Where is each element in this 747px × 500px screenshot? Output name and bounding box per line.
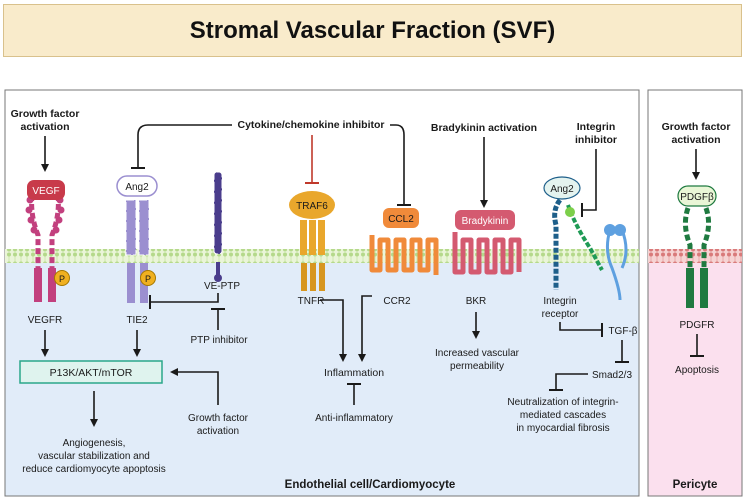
neutralization-label-c: in myocardial fibrosis (516, 423, 609, 434)
anti-inflammatory-label: Anti-inflammatory (315, 413, 393, 424)
phospho-marker-tie2: P (145, 274, 151, 284)
growth-factor-label-1b: activation (20, 121, 69, 133)
vegf-ligand (27, 180, 65, 200)
vascular-perm-label-b: permeability (450, 361, 504, 372)
ang2-ligand-left (116, 175, 158, 197)
growth-factor-label-3: Growth factor (188, 413, 249, 424)
integrin-receptor-complex: Ang2 (543, 176, 628, 301)
pericyte-membrane (648, 249, 742, 263)
cytokine-inhibitor-label: Cytokine/chemokine inhibitor (237, 119, 384, 131)
ve-ptp (213, 171, 223, 282)
tnfr-label: TNFR (298, 296, 325, 307)
smad-label: Smad2/3 (592, 370, 632, 381)
integrin-receptor-label-a: Integrin (543, 296, 576, 307)
growth-factor-label-3b: activation (197, 426, 239, 437)
integrin-inhibitor-label-b: inhibitor (575, 134, 617, 146)
ccr2-complex: CCL2 (369, 208, 439, 275)
ang2-ligand-right (543, 176, 581, 200)
apoptosis-label: Apoptosis (675, 365, 719, 376)
pdgfb-ligand (677, 185, 717, 207)
pdgfb-label: PDGFβ (680, 192, 714, 203)
vegf-label: VEGF (32, 186, 59, 197)
pdgfr-label: PDGFR (680, 320, 715, 331)
vegfr-label: VEGFR (28, 315, 62, 326)
neutralization-label-b: mediated cascades (520, 410, 606, 421)
ang2-left-label: Ang2 (125, 182, 149, 193)
tnfr-complex: TRAF6 (289, 191, 335, 291)
integrin-receptor-label-b: receptor (542, 309, 579, 320)
tie2-label: TIE2 (126, 315, 148, 326)
ve-ptp-label: VE-PTP (204, 281, 240, 292)
inhibit-line-ang2 (137, 124, 232, 168)
page-title: Stromal Vascular Fraction (SVF) (189, 16, 556, 44)
angio-label-b: vascular stabilization and (38, 451, 150, 462)
pericyte-panel (647, 89, 743, 497)
ang2-right-label: Ang2 (550, 184, 574, 195)
neutralization-label-a: Neutralization of integrin- (507, 397, 618, 408)
vascular-perm-label-a: Increased vascular (435, 348, 520, 359)
growth-factor-label-1: Growth factor (11, 108, 80, 120)
pdgfr-complex: PDGFβ (677, 185, 717, 308)
ccl2-label: CCL2 (388, 214, 414, 225)
inflammation-label: Inflammation (324, 367, 384, 379)
ccr2-label: CCR2 (383, 296, 411, 307)
ptp-inhibitor-label: PTP inhibitor (190, 335, 248, 346)
bradykinin-label: Bradykinin (462, 216, 509, 227)
tgf-b-label: TGF-β (608, 326, 637, 337)
growth-factor-label-2b: activation (671, 134, 720, 146)
pi3k-box (19, 360, 163, 384)
growth-factor-label-2: Growth factor (662, 121, 731, 133)
integrin-inhibitor-label: Integrin (577, 121, 616, 133)
bkr-complex: Bradykinin (452, 210, 522, 275)
endothelial-panel (4, 89, 640, 497)
pericyte-panel-title: Pericyte (673, 479, 718, 491)
angio-label-c: reduce cardiomyocyte apoptosis (22, 464, 165, 475)
pi3k-label: P13K/AKT/mTOR (50, 367, 133, 379)
title-banner: Stromal Vascular Fraction (SVF) (3, 4, 742, 57)
traf6-label: TRAF6 (296, 201, 328, 212)
bkr-label: BKR (466, 296, 487, 307)
bradykinin-activation-label: Bradykinin activation (431, 122, 537, 134)
tie2-receptor-complex: Ang2 P (116, 175, 158, 303)
phospho-marker-vegfr: P (59, 274, 65, 284)
endothelial-panel-title: Endothelial cell/Cardiomyocyte (285, 479, 456, 491)
angio-label-a: Angiogenesis, (63, 438, 126, 449)
vegf-receptor-complex: VEGF P (25, 180, 70, 302)
inhibit-line-ccl2 (390, 124, 405, 205)
